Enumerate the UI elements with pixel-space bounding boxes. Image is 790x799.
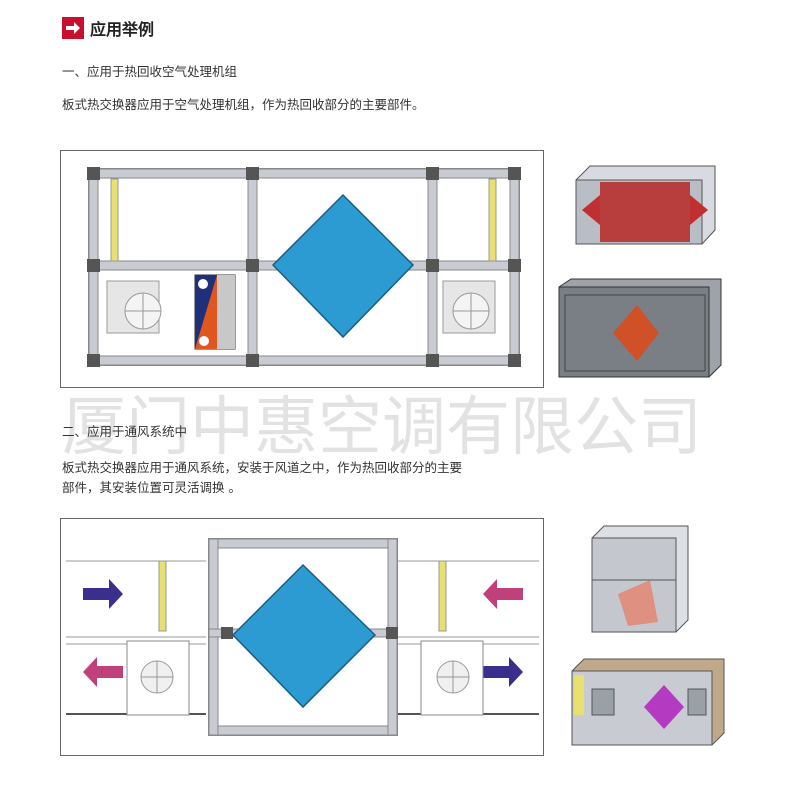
supply-air-in-arrow-icon xyxy=(83,579,123,609)
section2-description-line2: 部件，其安装位置可灵活调换 。 xyxy=(62,480,241,495)
section1-heading: 一、应用于热回收空气处理机组 xyxy=(62,64,238,79)
vent-render-bottom xyxy=(568,655,728,751)
vent-render-top xyxy=(588,522,693,640)
ahu-render-top xyxy=(570,160,720,255)
section-header: 应用举例 xyxy=(62,16,154,40)
ahu-render-bottom xyxy=(555,275,725,380)
supply-air-out-arrow-icon xyxy=(483,657,523,687)
ventilation-schematic-diagram xyxy=(60,518,544,756)
section2-description-line1: 板式热交换器应用于通风系统，安装于风道之中，作为热回收部分的主要 xyxy=(62,460,463,475)
section2-heading: 二、应用于通风系统中 xyxy=(62,424,188,439)
right-arrow-icon xyxy=(62,17,84,39)
page-title: 应用举例 xyxy=(90,20,155,39)
exhaust-air-out-arrow-icon xyxy=(83,657,123,687)
fan-right-icon xyxy=(442,280,496,334)
fan-left-icon xyxy=(106,280,162,334)
ahu-schematic-diagram xyxy=(60,150,544,388)
section1-description: 板式热交换器应用于空气处理机组，作为热回收部分的主要部件。 xyxy=(62,97,425,112)
return-air-in-arrow-icon xyxy=(483,579,523,609)
